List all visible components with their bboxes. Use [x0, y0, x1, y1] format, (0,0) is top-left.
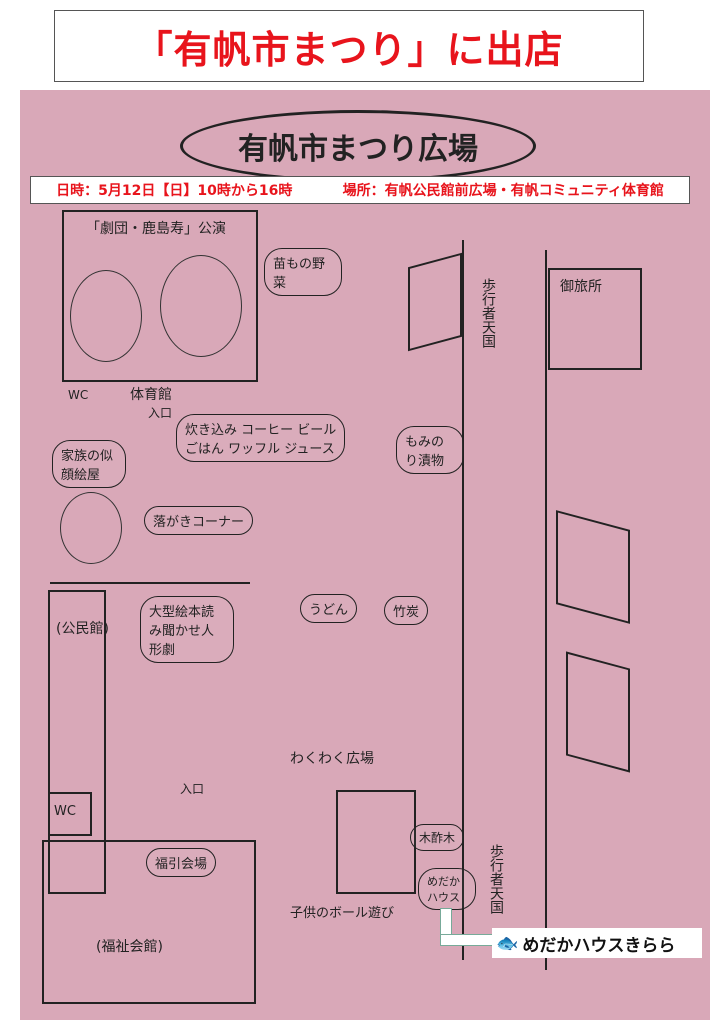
- label-food: 炊き込み コーヒー ビール ごはん ワッフル ジュース: [176, 414, 346, 462]
- label-otabisho: 御旅所: [560, 279, 602, 295]
- arrow-to-medaka-horizontal: [440, 934, 494, 946]
- label-wood: 木酢木: [410, 824, 465, 851]
- otabisho-box: [548, 268, 642, 370]
- label-ballgame: 子供のボール遊び: [290, 906, 395, 921]
- label-entrance-kominkan: 入口: [180, 782, 205, 796]
- family-faces: [60, 492, 122, 564]
- label-medaka: めだかハウス: [418, 868, 476, 910]
- label-graffiti: 落がきコーナー: [144, 506, 254, 535]
- event-place: 場所：有帆公民館前広場・有帆コミュニティ体育館: [342, 183, 664, 199]
- portrait-face-right: [160, 255, 242, 357]
- fish-icon: 🐟: [496, 932, 519, 954]
- label-wc: WC: [54, 804, 76, 819]
- wc-box: [48, 792, 92, 836]
- food-row-2: ごはん ワッフル ジュース: [185, 442, 335, 457]
- stall-tent-1: [408, 252, 462, 352]
- label-picturebook: 大型絵本読み聞かせ人形劇: [140, 596, 234, 663]
- label-portrait: 家族の似顔絵屋: [52, 440, 126, 488]
- welfare-building: [42, 840, 256, 1004]
- label-vegetables: 苗もの野菜: [264, 248, 342, 296]
- map-title: 有帆市まつり広場: [180, 110, 536, 182]
- label-lottery: 福引会場: [146, 848, 217, 877]
- label-pedestrian-bottom: 歩行者天国: [488, 844, 504, 914]
- label-gym: 体育館: [130, 387, 172, 403]
- banner: 「有帆市まつり」に出店: [54, 10, 644, 82]
- label-pedestrian-top: 歩行者天国: [480, 278, 496, 348]
- street-line-left: [462, 240, 464, 960]
- food-row-1: 炊き込み コーヒー ビール: [185, 423, 337, 438]
- stall-tent-2: [556, 510, 630, 624]
- logo-text: めだかハウスきらら: [522, 935, 676, 956]
- gym-building: [62, 210, 258, 382]
- label-udon: うどん: [300, 594, 358, 623]
- gym-border: [50, 582, 250, 584]
- label-kominkan: (公民館): [56, 621, 109, 637]
- label-wakuwaku: わくわく広場: [290, 751, 374, 767]
- event-info: 日時：5月12日【日】10時から16時 場所：有帆公民館前広場・有帆コミュニティ…: [30, 176, 690, 204]
- lift-machine: [336, 790, 416, 894]
- banner-title: 「有帆市まつり」に出店: [134, 27, 564, 72]
- portrait-face-left: [70, 270, 142, 362]
- medaka-house-logo: 🐟 めだかハウスきらら: [492, 928, 702, 958]
- label-entrance-gym: 入口: [148, 406, 173, 420]
- stall-tent-3: [566, 651, 630, 773]
- label-wc-gym: WC: [68, 388, 89, 402]
- street-line-right: [545, 250, 547, 970]
- label-theater: 「劇団・鹿島寿」公演: [86, 221, 226, 237]
- label-welfare: (福祉会館): [96, 939, 163, 955]
- event-datetime: 日時：5月12日【日】10時から16時: [56, 183, 293, 199]
- label-charcoal: 竹炭: [384, 596, 429, 625]
- kominkan-building: [48, 590, 106, 894]
- flyer-map: [20, 90, 710, 1020]
- label-pickles: もみのり漬物: [396, 426, 464, 474]
